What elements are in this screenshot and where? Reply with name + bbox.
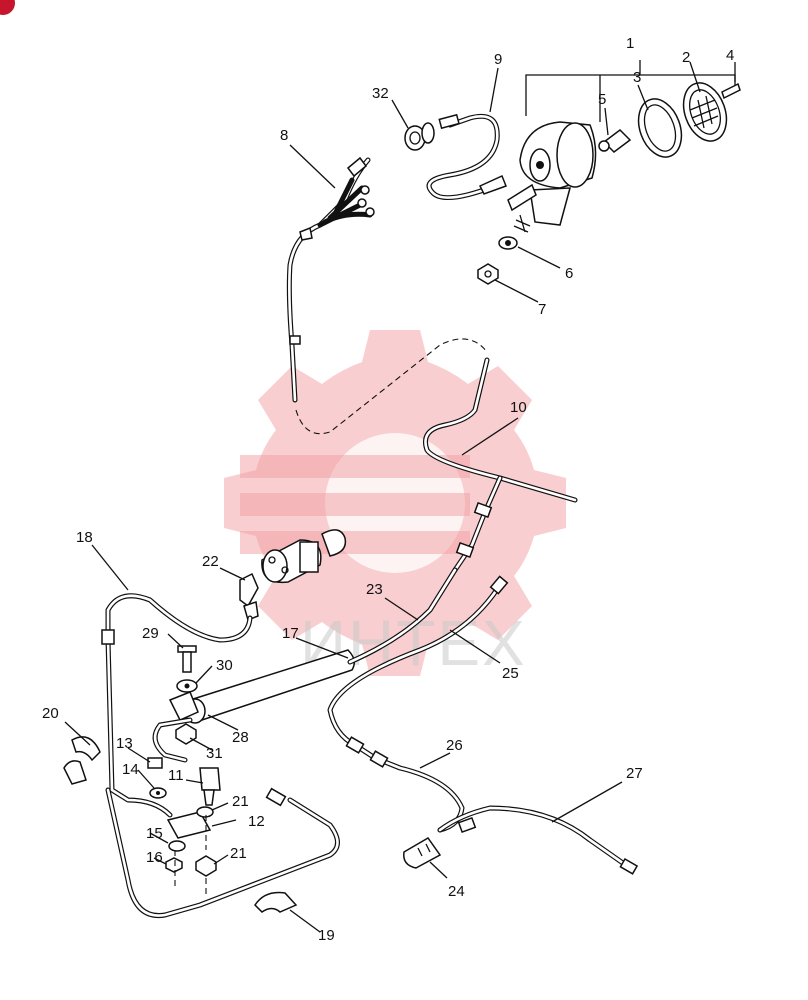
callout-6: 6 [565, 265, 573, 282]
corner-badge [0, 0, 15, 15]
callout-labels: 1 2 3 4 5 6 7 8 9 10 11 12 13 14 15 16 1… [42, 35, 734, 944]
tube-10 [423, 357, 578, 573]
callout-31: 31 [206, 745, 223, 762]
callout-14: 14 [122, 761, 139, 778]
callout-3: 3 [633, 69, 641, 86]
callout-8: 8 [280, 127, 288, 144]
key-switch-22 [239, 529, 347, 622]
callout-21b: 21 [230, 845, 247, 862]
callout-20: 20 [42, 705, 59, 722]
wire-18 [101, 593, 340, 919]
callout-27: 27 [626, 765, 643, 782]
callout-4: 4 [726, 47, 734, 64]
callout-28: 28 [232, 729, 249, 746]
callout-19: 19 [318, 927, 335, 944]
callout-2: 2 [682, 49, 690, 66]
callout-12: 12 [248, 813, 265, 830]
callout-1: 1 [626, 35, 634, 52]
connector-24 [403, 837, 442, 869]
callout-7: 7 [538, 301, 546, 318]
gauge-assembly [477, 60, 741, 285]
grommet-32 [404, 122, 435, 151]
callout-15: 15 [146, 825, 163, 842]
cable-25 [327, 575, 509, 748]
callout-5: 5 [598, 91, 606, 108]
callout-26: 26 [446, 737, 463, 754]
tube-17 [168, 567, 458, 724]
callout-18: 18 [76, 529, 93, 546]
sender-11 [147, 757, 221, 895]
callout-22: 22 [202, 553, 219, 570]
callout-21a: 21 [232, 793, 249, 810]
callout-24: 24 [448, 883, 465, 900]
harness-8 [286, 156, 375, 403]
clip-19 [254, 891, 298, 913]
callout-17: 17 [282, 625, 299, 642]
leader-lines [64, 61, 736, 933]
callout-13: 13 [116, 735, 133, 752]
callout-30: 30 [216, 657, 233, 674]
callout-29: 29 [142, 625, 159, 642]
cable-26 [345, 736, 465, 833]
callout-32: 32 [372, 85, 389, 102]
cable-9 [426, 113, 507, 201]
callout-10: 10 [510, 399, 527, 416]
gear-logo-icon [224, 330, 566, 676]
callout-23: 23 [366, 581, 383, 598]
callout-9: 9 [494, 51, 502, 68]
clip-20 [63, 736, 101, 785]
callout-25: 25 [502, 665, 519, 682]
callout-16: 16 [146, 849, 163, 866]
callout-11: 11 [168, 767, 184, 784]
cable-27 [437, 805, 639, 875]
